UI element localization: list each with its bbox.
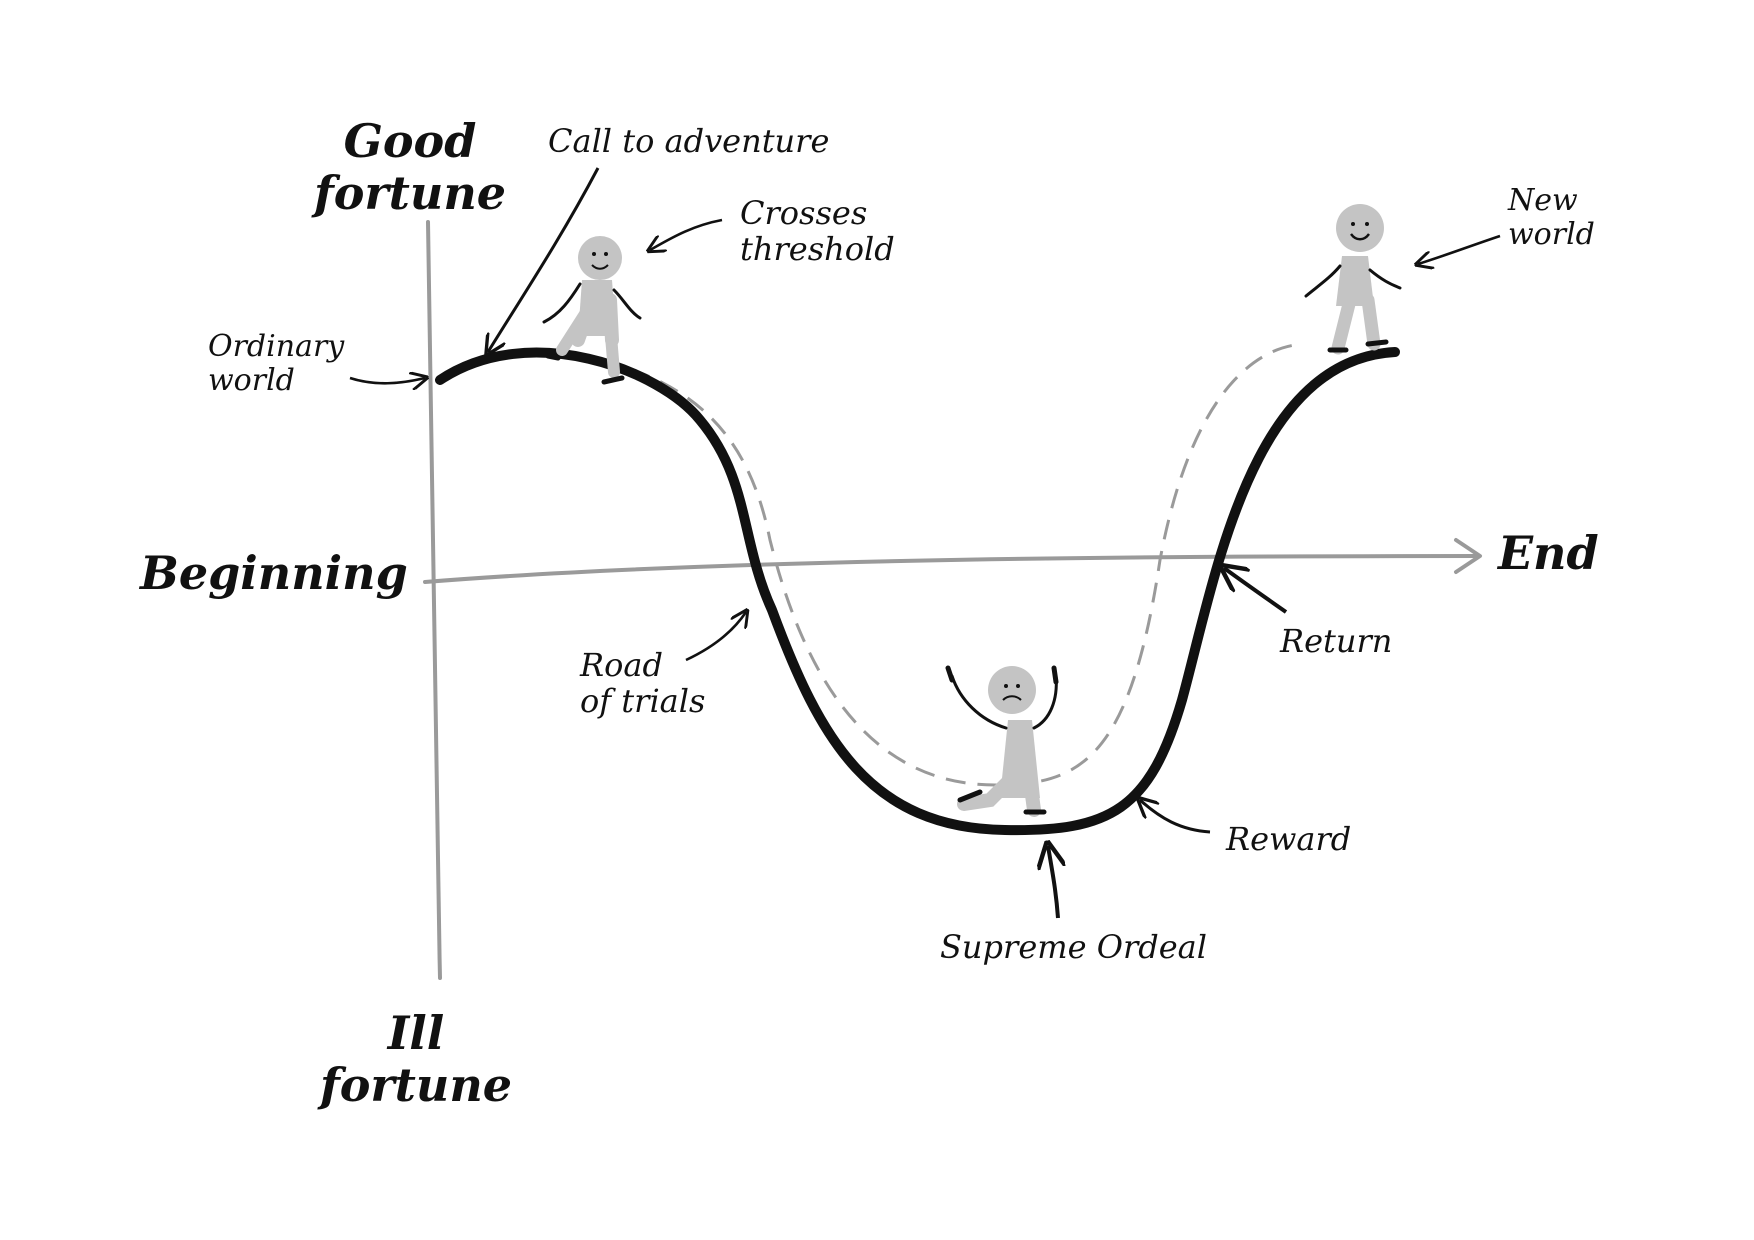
figure-walking-hill: [542, 236, 642, 385]
beginning-label: Beginning: [140, 546, 408, 600]
good-fortune-label: Good fortune: [310, 114, 510, 220]
crosses-threshold-line-2: threshold: [740, 229, 895, 268]
figure-kneeling-bottom: [945, 665, 1059, 817]
supreme-ordeal-label: Supreme Ordeal: [940, 928, 1207, 966]
call-to-adventure-label: Call to adventure: [548, 122, 830, 160]
road-of-trials-line-2: of trials: [580, 681, 706, 720]
fortune-axis: [426, 220, 442, 980]
road-of-trials-arrow: [685, 612, 746, 662]
road-of-trials-line-1: Road: [580, 646, 663, 684]
supreme-ordeal-arrow: [1048, 846, 1058, 919]
call-to-adventure-arrow: [488, 167, 600, 352]
return-arrow: [1224, 568, 1288, 614]
ordinary-world-line-1: Ordinary: [208, 329, 345, 364]
time-axis: [423, 554, 1480, 584]
crosses-threshold-line-1: Crosses: [740, 194, 868, 232]
reward-arrow: [1140, 800, 1211, 834]
time-axis-arrowhead: [1454, 538, 1482, 574]
good-fortune-line-1: Good: [343, 114, 477, 168]
new-world-line-2: world: [1508, 216, 1595, 252]
end-label: End: [1498, 526, 1599, 580]
ordinary-world-arrow: [349, 378, 425, 383]
ill-fortune-line-2: fortune: [319, 1057, 513, 1112]
ill-fortune-line-1: Ill: [387, 1006, 445, 1060]
road-of-trials-label: Road of trials: [580, 646, 706, 720]
reward-label: Reward: [1226, 820, 1352, 858]
good-fortune-line-2: fortune: [313, 165, 507, 220]
return-label: Return: [1280, 622, 1393, 660]
ordinary-world-label: Ordinary world: [208, 330, 344, 397]
new-world-line-1: New: [1508, 183, 1578, 218]
journey-curve: [435, 347, 1400, 836]
ordinary-world-line-2: world: [208, 362, 295, 398]
figure-standing-hill: [1304, 204, 1402, 355]
crosses-threshold-arrow: [650, 218, 723, 250]
new-world-label: New world: [1508, 184, 1595, 251]
dashed-journey-curve: [599, 343, 1296, 787]
crosses-threshold-label: Crosses threshold: [740, 194, 895, 268]
new-world-arrow: [1418, 234, 1501, 264]
ill-fortune-label: Ill fortune: [316, 1006, 516, 1112]
